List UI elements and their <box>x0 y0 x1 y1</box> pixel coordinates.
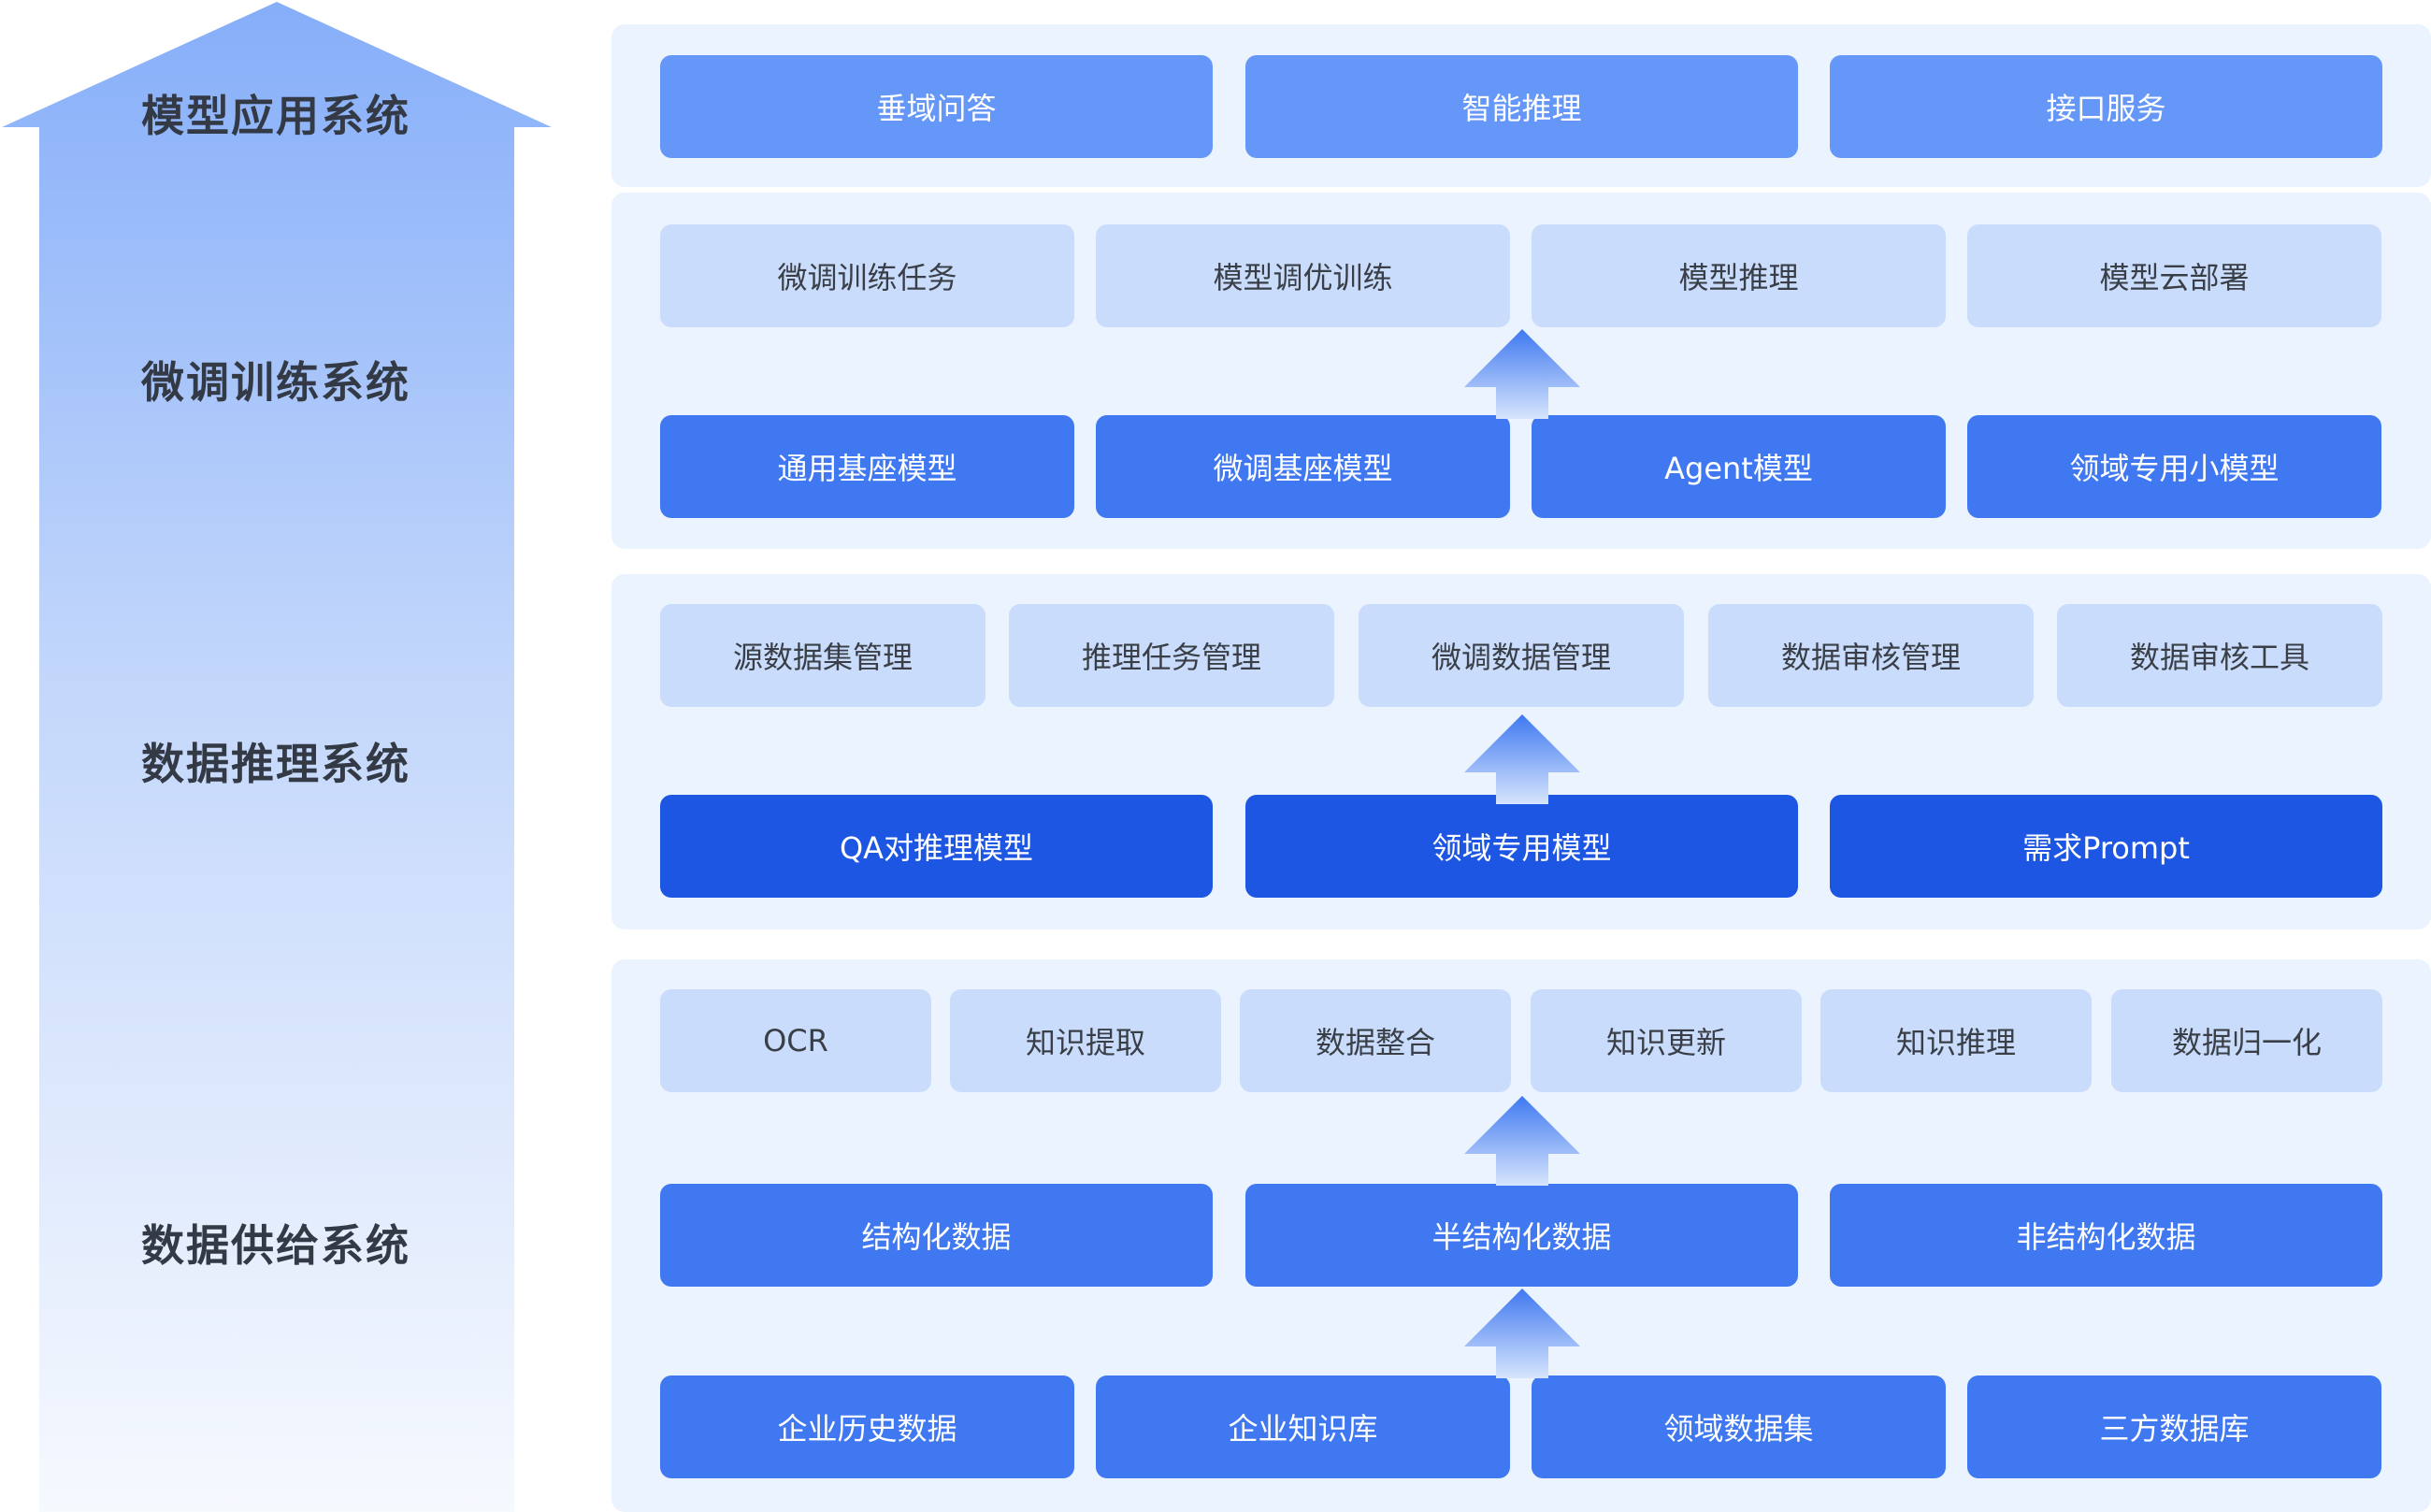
processing-item: OCR <box>660 989 931 1092</box>
data-type-item: 结构化数据 <box>660 1184 1213 1287</box>
base-model-item: 微调基座模型 <box>1096 415 1510 518</box>
up-arrow-icon <box>1464 329 1580 419</box>
inference-model-item: QA对推理模型 <box>660 795 1213 898</box>
finetune-task-item: 模型推理 <box>1532 224 1946 327</box>
up-arrow-icon <box>1464 1096 1580 1186</box>
processing-item: 知识推理 <box>1820 989 2092 1092</box>
inference-mgmt-item: 数据审核管理 <box>1708 604 2034 707</box>
data-source-item: 领域数据集 <box>1532 1375 1946 1478</box>
processing-item: 数据归一化 <box>2111 989 2382 1092</box>
processing-item: 数据整合 <box>1240 989 1511 1092</box>
inference-mgmt-item: 数据审核工具 <box>2057 604 2382 707</box>
finetune-task-item: 模型云部署 <box>1967 224 2381 327</box>
app-item: 智能推理 <box>1245 55 1798 158</box>
app-item: 接口服务 <box>1830 55 2382 158</box>
inference-mgmt-item: 源数据集管理 <box>660 604 985 707</box>
data-source-item: 企业知识库 <box>1096 1375 1510 1478</box>
inference-model-item: 领域专用模型 <box>1245 795 1798 898</box>
layer-label-supply: 数据供给系统 <box>141 1220 410 1271</box>
base-model-item: 领域专用小模型 <box>1967 415 2381 518</box>
system-stack-arrow <box>2 2 552 1512</box>
inference-mgmt-item: 推理任务管理 <box>1009 604 1334 707</box>
app-item: 垂域问答 <box>660 55 1213 158</box>
data-type-item: 非结构化数据 <box>1830 1184 2382 1287</box>
inference-mgmt-item: 微调数据管理 <box>1359 604 1684 707</box>
finetune-task-item: 模型调优训练 <box>1096 224 1510 327</box>
inference-model-item: 需求Prompt <box>1830 795 2382 898</box>
up-arrow-icon <box>1464 1289 1580 1378</box>
data-source-item: 企业历史数据 <box>660 1375 1074 1478</box>
data-source-item: 三方数据库 <box>1967 1375 2381 1478</box>
processing-item: 知识提取 <box>950 989 1221 1092</box>
layer-label-finetune: 微调训练系统 <box>141 357 410 408</box>
layer-label-app: 模型应用系统 <box>141 91 410 141</box>
processing-item: 知识更新 <box>1531 989 1802 1092</box>
layer-label-inference: 数据推理系统 <box>141 739 410 789</box>
up-arrow-icon <box>1464 714 1580 804</box>
data-type-item: 半结构化数据 <box>1245 1184 1798 1287</box>
base-model-item: Agent模型 <box>1532 415 1946 518</box>
finetune-task-item: 微调训练任务 <box>660 224 1074 327</box>
base-model-item: 通用基座模型 <box>660 415 1074 518</box>
